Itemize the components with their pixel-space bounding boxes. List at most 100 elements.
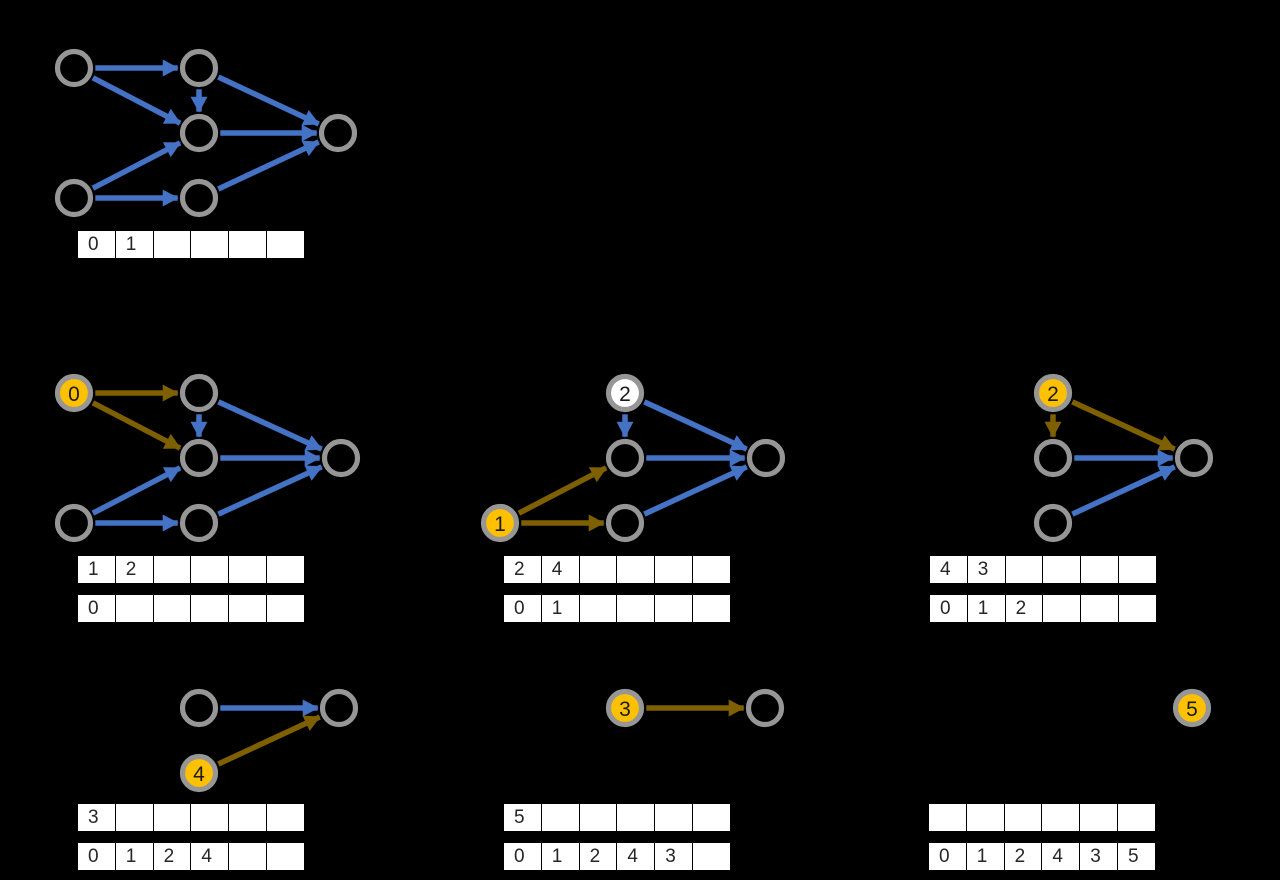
- graph-edge-4-5: [217, 139, 320, 192]
- graph-edge-4-5: [1071, 464, 1176, 517]
- graph-node: [179, 688, 219, 728]
- array-cell: [578, 594, 618, 623]
- graph-node-2: [605, 373, 645, 413]
- graph-edge-1-3: [91, 140, 182, 191]
- array-cell: [616, 555, 656, 584]
- graph-edge-4-5: [217, 464, 323, 517]
- graph-node-3: [605, 688, 645, 728]
- step-initial: [54, 48, 358, 218]
- array-cell: 1: [77, 555, 117, 584]
- node-label-4: 4: [193, 763, 205, 786]
- array-cell: [265, 803, 306, 832]
- array-cell: [1042, 555, 1082, 584]
- array-cell: [928, 803, 968, 832]
- array-cell: [1042, 594, 1082, 623]
- array-cell: [691, 842, 732, 871]
- array-cell: [1041, 803, 1081, 832]
- array-cell: 4: [929, 555, 969, 584]
- array-cell: 1: [114, 842, 155, 871]
- array-cell: [190, 230, 230, 259]
- array-cell: [152, 555, 192, 584]
- array-cell: [691, 555, 732, 584]
- step-process-3-queue-array: 5: [503, 803, 732, 832]
- graph-edge-2-5: [1071, 399, 1176, 452]
- graph-node: [1033, 438, 1073, 478]
- node-label-5: 5: [1186, 698, 1198, 721]
- array-cell: [265, 230, 306, 259]
- array-cell: 2: [1004, 594, 1044, 623]
- array-cell: 3: [654, 842, 694, 871]
- graph-edge-2-5: [643, 399, 748, 452]
- array-cell: 0: [77, 230, 117, 259]
- array-cell: [228, 230, 268, 259]
- graph-node: [605, 503, 645, 543]
- array-cell: [616, 803, 656, 832]
- graph-edge-1-3: [517, 465, 608, 516]
- graph-node: [179, 113, 219, 153]
- graph-edge-2-5: [217, 74, 320, 127]
- array-cell: [691, 594, 732, 623]
- array-cell: [616, 594, 656, 623]
- graph-node-1: [480, 503, 520, 543]
- graph-node: [179, 373, 219, 413]
- node-label-2: 2: [1047, 383, 1059, 406]
- array-cell: [1117, 555, 1158, 584]
- array-cell: 4: [1041, 842, 1081, 871]
- array-cell: [1116, 803, 1157, 832]
- step-process-4-queue-array: 3: [77, 803, 306, 832]
- graph-edge-0-3: [91, 400, 182, 451]
- array-cell: 3: [1079, 842, 1119, 871]
- array-cell: [1004, 555, 1044, 584]
- step-process-5: 5: [1172, 688, 1212, 728]
- array-cell: [578, 555, 618, 584]
- array-cell: 1: [114, 230, 155, 259]
- array-cell: 2: [578, 842, 618, 871]
- step-process-5-queue-array: [928, 803, 1157, 832]
- array-cell: [228, 594, 268, 623]
- array-cell: [190, 803, 230, 832]
- array-cell: [654, 803, 694, 832]
- graph-edge-0-3: [91, 75, 182, 126]
- graph-node: [321, 438, 361, 478]
- graph-node: [745, 688, 785, 728]
- graph-node: [1174, 438, 1214, 478]
- array-cell: [152, 594, 192, 623]
- array-cell: 5: [503, 803, 543, 832]
- array-cell: 0: [503, 594, 543, 623]
- array-cell: 0: [77, 594, 117, 623]
- graph-node-2: [1033, 373, 1073, 413]
- graph-node-0: [54, 373, 94, 413]
- node-label-1: 1: [494, 513, 506, 536]
- step-process-4: 4: [179, 688, 359, 793]
- step-process-1: 21: [480, 373, 786, 543]
- node-label-3: 3: [619, 698, 631, 721]
- array-cell: [691, 803, 732, 832]
- array-cell: 1: [966, 594, 1007, 623]
- graph-node: [54, 503, 94, 543]
- graph-node: [179, 438, 219, 478]
- node-label-2: 2: [619, 383, 631, 406]
- array-cell: [1003, 803, 1043, 832]
- array-cell: [540, 803, 581, 832]
- array-cell: 5: [1116, 842, 1157, 871]
- array-cell: 2: [503, 555, 543, 584]
- array-cell: [965, 803, 1006, 832]
- array-cell: [114, 803, 155, 832]
- graph-node: [179, 503, 219, 543]
- graph-node: [54, 48, 94, 88]
- graph-node: [605, 438, 645, 478]
- graph-node-5: [1172, 688, 1212, 728]
- graph-node: [746, 438, 786, 478]
- graph-node: [179, 48, 219, 88]
- graph-edge-4-5: [643, 464, 748, 517]
- step-process-3: 3: [605, 688, 785, 728]
